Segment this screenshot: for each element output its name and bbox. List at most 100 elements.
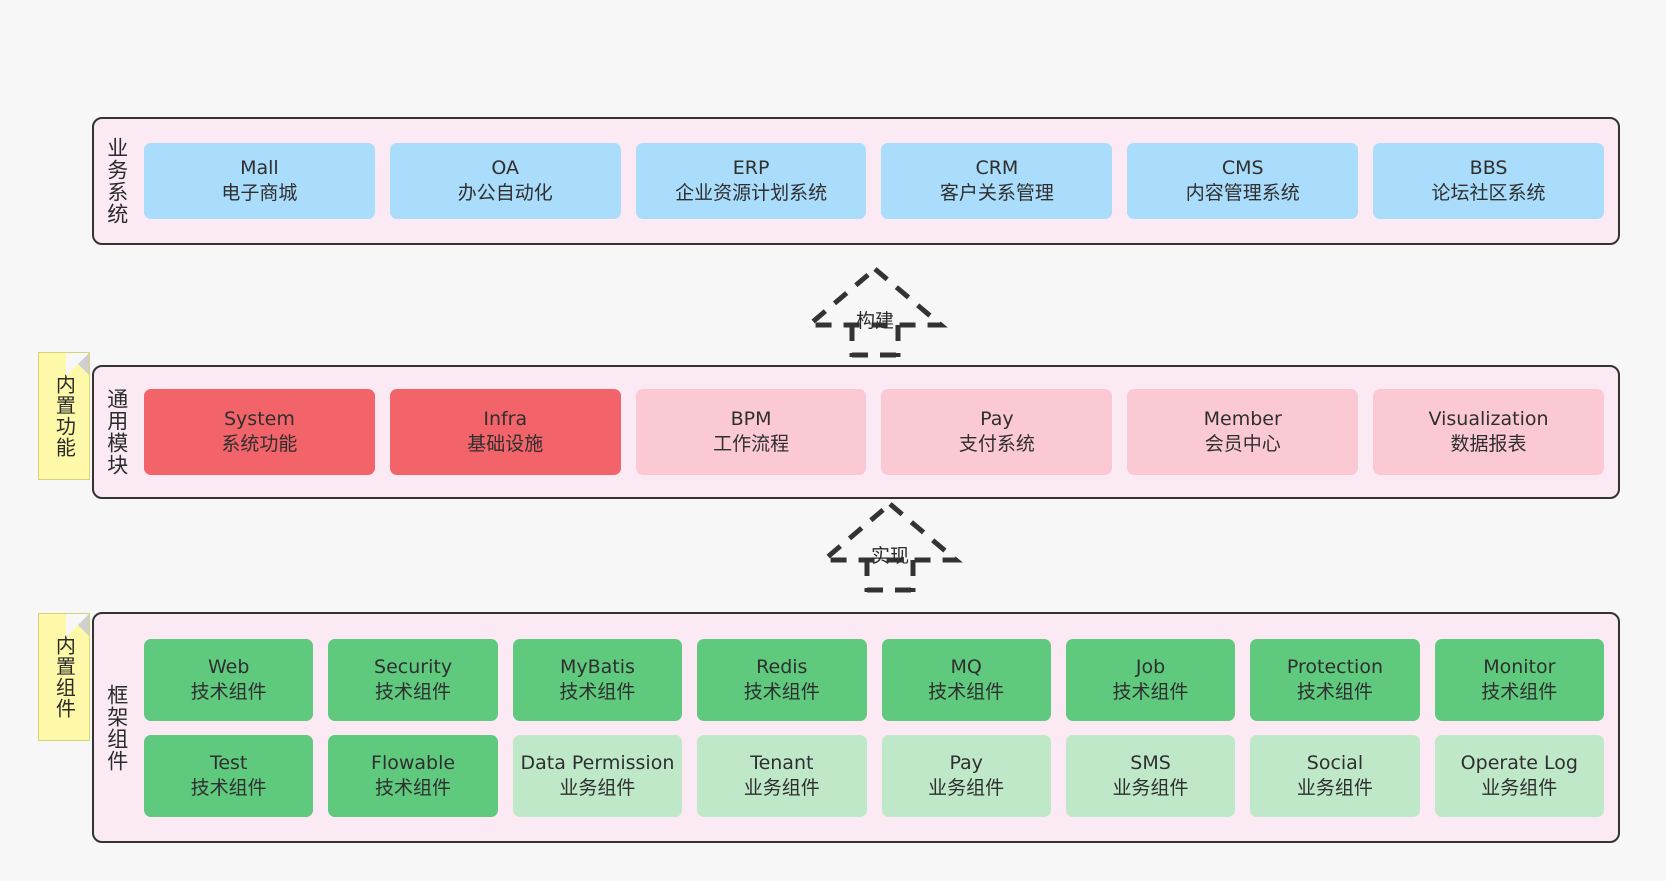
- card-crm[interactable]: CRM 客户关系管理: [881, 143, 1113, 219]
- card-subtitle: 技术组件: [928, 680, 1005, 703]
- card-system[interactable]: System 系统功能: [144, 389, 375, 475]
- card-title: MyBatis: [559, 655, 635, 678]
- card-bpm[interactable]: BPM 工作流程: [635, 389, 867, 475]
- card-subtitle: 技术组件: [190, 680, 267, 703]
- card-protection[interactable]: Protection 技术组件: [1250, 638, 1420, 721]
- layer-framework-components: 框架组件 Web 技术组件 Security 技术组件 MyBatis 技术组件…: [92, 612, 1620, 843]
- card-test[interactable]: Test 技术组件: [144, 734, 314, 817]
- layer-title-common-modules: 通用模块: [104, 388, 129, 476]
- card-subtitle: 办公自动化: [457, 182, 553, 204]
- card-title: Pay: [949, 751, 983, 774]
- connector-implement-glyph: [817, 500, 963, 593]
- card-erp[interactable]: ERP 企业资源计划系统: [635, 143, 867, 219]
- card-subtitle: 业务组件: [743, 776, 820, 799]
- note-fold-mask: [66, 614, 89, 637]
- card-title: Security: [374, 655, 453, 678]
- card-monitor[interactable]: Monitor 技术组件: [1434, 638, 1604, 721]
- card-title: Monitor: [1483, 655, 1556, 678]
- card-sms[interactable]: SMS 业务组件: [1065, 734, 1236, 817]
- card-social[interactable]: Social 业务组件: [1250, 734, 1420, 817]
- card-subtitle: 技术组件: [1112, 680, 1189, 703]
- layer-body-business-systems: Mall 电子商城 OA 办公自动化 ERP 企业资源计划系统 CRM 客户关系…: [138, 119, 1618, 243]
- card-tenant[interactable]: Tenant 业务组件: [697, 734, 867, 817]
- card-redis[interactable]: Redis 技术组件: [697, 638, 867, 721]
- note-builtin-components: 内置组件: [38, 613, 90, 741]
- card-flowable[interactable]: Flowable 技术组件: [328, 734, 498, 817]
- card-web[interactable]: Web 技术组件: [144, 638, 314, 721]
- card-title: OA: [491, 157, 520, 180]
- card-title: Test: [209, 751, 248, 774]
- layer-body-common-modules: System 系统功能 Infra 基础设施 BPM 工作流程 Pay 支付系统…: [138, 367, 1618, 497]
- card-subtitle: 数据报表: [1450, 433, 1527, 455]
- card-operate-log[interactable]: Operate Log 业务组件: [1434, 734, 1604, 817]
- card-pay-module[interactable]: Pay 支付系统: [881, 389, 1113, 475]
- connector-implement: 实现: [815, 500, 965, 593]
- layer-body-framework-components: Web 技术组件 Security 技术组件 MyBatis 技术组件 Redi…: [138, 614, 1618, 841]
- card-infra[interactable]: Infra 基础设施: [389, 389, 621, 475]
- card-subtitle: 会员中心: [1204, 433, 1281, 455]
- card-subtitle: 技术组件: [375, 776, 452, 799]
- card-mall[interactable]: Mall 电子商城: [144, 143, 375, 219]
- card-subtitle: 企业资源计划系统: [675, 182, 828, 204]
- layer-title-framework-components: 框架组件: [104, 683, 129, 772]
- card-title: ERP: [732, 157, 770, 180]
- card-subtitle: 业务组件: [559, 776, 636, 799]
- card-mybatis[interactable]: MyBatis 技术组件: [512, 638, 683, 721]
- card-title: Protection: [1286, 655, 1383, 678]
- card-subtitle: 技术组件: [743, 680, 820, 703]
- note-fold-mask: [66, 353, 89, 376]
- note-builtin-components-label: 内置组件: [52, 635, 77, 719]
- card-title: BPM: [730, 408, 772, 431]
- card-title: Visualization: [1428, 408, 1549, 431]
- layer-title-business-systems: 业务系统: [104, 137, 129, 225]
- card-subtitle: 工作流程: [713, 433, 790, 455]
- connector-build-glyph: [802, 265, 948, 358]
- card-pay-component[interactable]: Pay 业务组件: [881, 734, 1051, 817]
- card-subtitle: 系统功能: [221, 433, 298, 455]
- card-title: Data Permission: [520, 751, 675, 774]
- card-title: CMS: [1221, 157, 1264, 180]
- card-subtitle: 基础设施: [467, 433, 544, 455]
- card-title: Web: [207, 655, 250, 678]
- card-oa[interactable]: OA 办公自动化: [389, 143, 621, 219]
- connector-build: 构建: [800, 265, 950, 358]
- connector-implement-label: 实现: [870, 545, 910, 567]
- card-title: CRM: [975, 157, 1019, 180]
- card-subtitle: 技术组件: [375, 680, 452, 703]
- connector-build-label: 构建: [855, 310, 895, 332]
- card-title: SMS: [1130, 751, 1171, 774]
- note-builtin-features: 内置功能: [38, 352, 90, 480]
- card-subtitle: 技术组件: [190, 776, 267, 799]
- card-title: Pay: [980, 408, 1014, 431]
- card-title: Infra: [483, 408, 528, 431]
- card-subtitle: 电子商城: [221, 182, 298, 204]
- card-cms[interactable]: CMS 内容管理系统: [1127, 143, 1359, 219]
- card-security[interactable]: Security 技术组件: [328, 638, 498, 721]
- card-mq[interactable]: MQ 技术组件: [881, 638, 1051, 721]
- card-subtitle: 客户关系管理: [939, 182, 1054, 204]
- card-data-permission[interactable]: Data Permission 业务组件: [512, 734, 683, 817]
- card-title: Job: [1135, 655, 1166, 678]
- framework-row-business: Test 技术组件 Flowable 技术组件 Data Permission …: [144, 734, 1604, 817]
- layer-business-systems: 业务系统 Mall 电子商城 OA 办公自动化 ERP 企业资源计划系统 CRM…: [92, 117, 1620, 245]
- card-title: BBS: [1469, 157, 1508, 180]
- card-job[interactable]: Job 技术组件: [1065, 638, 1236, 721]
- card-subtitle: 技术组件: [1296, 680, 1373, 703]
- layer-common-modules: 通用模块 System 系统功能 Infra 基础设施 BPM 工作流程 Pay…: [92, 365, 1620, 499]
- card-title: Flowable: [371, 751, 456, 774]
- card-bbs[interactable]: BBS 论坛社区系统: [1373, 143, 1604, 219]
- card-subtitle: 支付系统: [958, 433, 1035, 455]
- card-subtitle: 业务组件: [928, 776, 1005, 799]
- framework-row-technical: Web 技术组件 Security 技术组件 MyBatis 技术组件 Redi…: [144, 638, 1604, 721]
- card-title: Operate Log: [1460, 751, 1578, 774]
- card-visualization[interactable]: Visualization 数据报表: [1373, 389, 1604, 475]
- card-title: Social: [1306, 751, 1364, 774]
- card-title: MQ: [950, 655, 982, 678]
- card-member[interactable]: Member 会员中心: [1127, 389, 1359, 475]
- card-title: Redis: [756, 655, 808, 678]
- card-subtitle: 业务组件: [1481, 776, 1558, 799]
- card-title: Mall: [240, 157, 279, 180]
- card-subtitle: 论坛社区系统: [1431, 182, 1546, 204]
- card-title: System: [223, 408, 295, 431]
